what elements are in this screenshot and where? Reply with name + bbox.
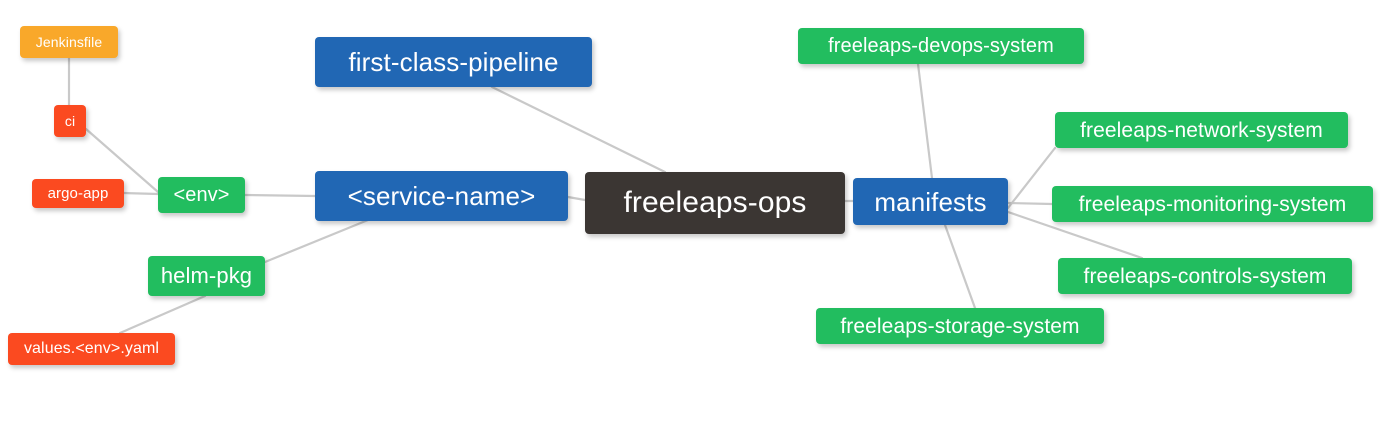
node-argo-app[interactable]: argo-app <box>32 179 124 208</box>
edge-manifests-monitoring <box>1006 201 1054 206</box>
edge-manifests-storage <box>943 223 977 310</box>
node-service-name[interactable]: <service-name> <box>315 171 568 221</box>
node-env[interactable]: <env> <box>158 177 245 213</box>
node-freeleaps-network-system[interactable]: freeleaps-network-system <box>1055 112 1348 148</box>
node-helm-pkg[interactable]: helm-pkg <box>148 256 265 296</box>
node-jenkinsfile[interactable]: Jenkinsfile <box>20 26 118 58</box>
node-freeleaps-storage-system[interactable]: freeleaps-storage-system <box>816 308 1104 344</box>
node-ci[interactable]: ci <box>54 105 86 137</box>
edge-env-service-name <box>243 193 317 198</box>
node-freeleaps-controls-system[interactable]: freeleaps-controls-system <box>1058 258 1352 294</box>
node-values-yaml[interactable]: values.<env>.yaml <box>8 333 175 365</box>
node-root-freeleaps-ops[interactable]: freeleaps-ops <box>585 172 845 234</box>
edge-values-helmpkg <box>118 294 207 335</box>
edge-manifests-network <box>1006 146 1057 210</box>
edge-pipeline-root <box>490 85 667 174</box>
node-first-class-pipeline[interactable]: first-class-pipeline <box>315 37 592 87</box>
node-freeleaps-devops-system[interactable]: freeleaps-devops-system <box>798 28 1084 64</box>
node-manifests[interactable]: manifests <box>853 178 1008 225</box>
edge-manifests-devops <box>916 62 934 180</box>
node-freeleaps-monitoring-system[interactable]: freeleaps-monitoring-system <box>1052 186 1373 222</box>
edge-argoapp-env <box>122 191 160 196</box>
edge-service-name-root <box>566 195 587 202</box>
edge-helmpkg-service-name <box>263 218 370 264</box>
